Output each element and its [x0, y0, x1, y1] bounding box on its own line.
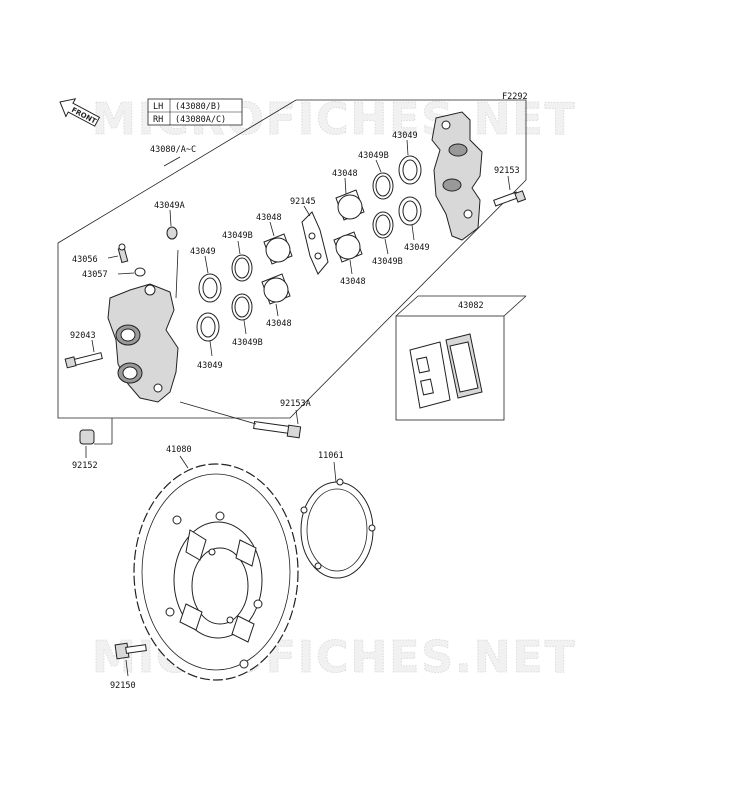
pad-set-43082: [395, 295, 527, 421]
piston-43048-l1: [263, 233, 293, 265]
seal-43049-r2: [398, 196, 422, 226]
label-92153a: 92153A: [280, 399, 311, 409]
bolt-92153a: [253, 420, 302, 439]
piston-43048-r2: [333, 231, 363, 263]
seal-43049b-r1: [372, 172, 394, 200]
bleeder-valve-43056: [117, 243, 129, 264]
bolt-92153: [493, 190, 527, 207]
legend: LH (43080/B) RH (43080A/C): [147, 98, 243, 126]
label-43049-r1: 43049: [392, 131, 418, 141]
pad-spring-92145: [301, 211, 329, 275]
seal-43049-r1: [398, 155, 422, 185]
caliper-left-half: [107, 283, 179, 403]
label-92043: 92043: [70, 331, 96, 341]
label-92145: 92145: [290, 197, 316, 207]
label-43049-l1: 43049: [190, 247, 216, 257]
piston-43048-l2: [261, 273, 291, 305]
label-43082: 43082: [458, 301, 484, 311]
bleed-cap-43049a: [166, 226, 178, 240]
legend-side-lh: LH: [153, 102, 163, 112]
label-caliper-assembly: 43080/A~C: [150, 145, 196, 155]
label-43049-r2: 43049: [404, 243, 430, 253]
seal-43049b-l2: [231, 293, 253, 321]
brake-disc-41080: [133, 463, 299, 681]
label-92152: 92152: [72, 461, 98, 471]
legend-side-rh: RH: [153, 115, 163, 125]
label-92153: 92153: [494, 166, 520, 176]
label-43049b-r2: 43049B: [372, 257, 403, 267]
label-92150: 92150: [110, 681, 136, 691]
label-43048-r2: 43048: [340, 277, 366, 287]
label-43048-l2: 43048: [266, 319, 292, 329]
label-43048-r1: 43048: [332, 169, 358, 179]
label-43049b-l1: 43049B: [222, 231, 253, 241]
seal-43049-l2: [196, 312, 220, 342]
legend-part-rh: (43080A/C): [175, 115, 226, 125]
caliper-assembly-boundary: [57, 99, 527, 419]
label-43049-l2: 43049: [197, 361, 223, 371]
legend-part-lh: (43080/B): [175, 102, 221, 112]
label-43057: 43057: [82, 270, 108, 280]
bleeder-nut-43057: [134, 267, 146, 277]
seal-43049b-l1: [231, 254, 253, 282]
caliper-right-half: [431, 111, 483, 241]
bolt-92043: [64, 352, 103, 369]
seal-43049b-r2: [372, 211, 394, 239]
label-43056: 43056: [72, 255, 98, 265]
disc-bolt-92150: [114, 642, 147, 660]
spacer-92152: [79, 429, 95, 445]
disc-spacer-11061: [300, 478, 376, 579]
label-43049b-r1: 43049B: [358, 151, 389, 161]
label-11061: 11061: [318, 451, 344, 461]
seal-43049-l1: [198, 273, 222, 303]
label-43048-l1: 43048: [256, 213, 282, 223]
label-43049b-l2: 43049B: [232, 338, 263, 348]
figure-code: F2292: [502, 92, 528, 102]
label-41080: 41080: [166, 445, 192, 455]
piston-43048-r1: [335, 189, 365, 221]
label-43049a: 43049A: [154, 201, 185, 211]
